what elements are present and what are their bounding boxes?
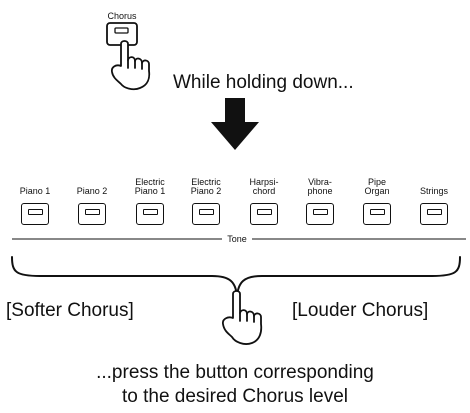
tone-label-5: Harpsi-chord [237, 178, 291, 196]
tone-button-7[interactable] [363, 203, 391, 225]
tone-group-label: Tone [222, 235, 252, 244]
pressing-hand-icon-top [112, 41, 149, 89]
tone-button-6[interactable] [306, 203, 334, 225]
tone-button-4[interactable] [192, 203, 220, 225]
tone-label-6: Vibra-phone [293, 178, 347, 196]
down-arrow-icon [211, 98, 259, 150]
tone-button-1[interactable] [21, 203, 49, 225]
instruction-bottom-line-2: to the desired Chorus level [0, 386, 470, 408]
tone-button-5[interactable] [250, 203, 278, 225]
tone-button-3[interactable] [136, 203, 164, 225]
instruction-bottom-line-1: ...press the button corresponding [0, 362, 470, 384]
tone-label-8: Strings [407, 187, 461, 196]
tone-label-line: Piano 2 [65, 187, 119, 196]
tone-button-led [313, 209, 328, 215]
tone-label-line: Organ [350, 187, 404, 196]
tone-button-led [199, 209, 214, 215]
tone-label-line: Piano 1 [8, 187, 62, 196]
softer-chorus-label: [Softer Chorus] [6, 300, 206, 322]
tone-label-line: chord [237, 187, 291, 196]
tone-button-led [28, 209, 43, 215]
tone-button-led [257, 209, 272, 215]
instruction-top: While holding down... [173, 72, 453, 94]
tone-button-2[interactable] [78, 203, 106, 225]
louder-chorus-label: [Louder Chorus] [292, 300, 470, 322]
tone-label-line: Strings [407, 187, 461, 196]
tone-label-1: Piano 1 [8, 187, 62, 196]
tone-button-8[interactable] [420, 203, 448, 225]
tone-button-led [143, 209, 158, 215]
tone-button-led [85, 209, 100, 215]
pressing-hand-icon-bottom [223, 291, 261, 344]
tone-label-line: phone [293, 187, 347, 196]
tone-label-line: Piano 1 [123, 187, 177, 196]
tone-button-led [427, 209, 442, 215]
tone-label-line: Piano 2 [179, 187, 233, 196]
tone-button-led [370, 209, 385, 215]
tone-label-2: Piano 2 [65, 187, 119, 196]
chorus-button-label: Chorus [102, 12, 142, 21]
